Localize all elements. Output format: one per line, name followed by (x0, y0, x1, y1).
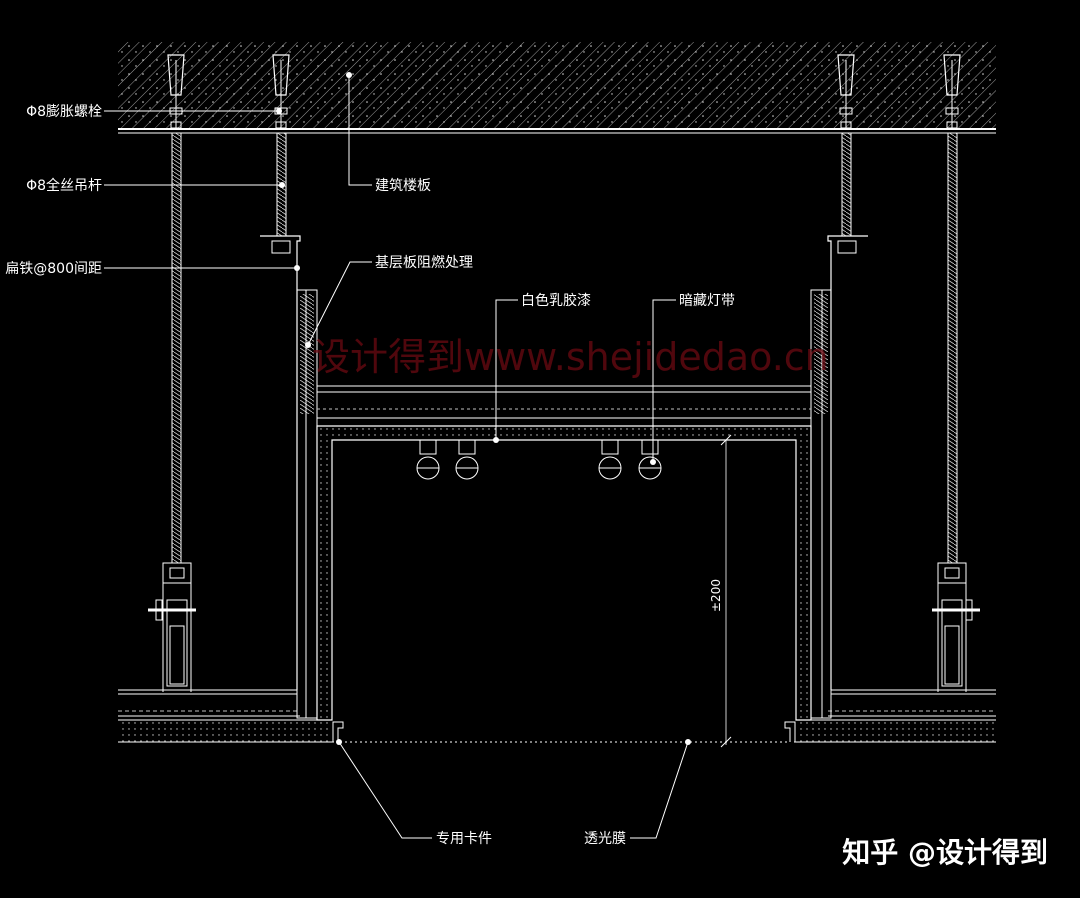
hanger-left (148, 562, 196, 692)
dimension-text: ±200 (709, 579, 723, 612)
expansion-bolt (943, 54, 961, 130)
expansion-bolt (837, 54, 855, 130)
light-fixture (598, 439, 622, 480)
zhihu-watermark: 知乎 @设计得到 (842, 836, 1048, 869)
light-box-lining (316, 425, 812, 721)
label-flat-iron: 扁铁@800间距 (5, 261, 102, 277)
light-fixture (455, 439, 479, 480)
expansion-bolt (272, 54, 290, 130)
label-threaded-rod: Φ8全丝吊杆 (26, 177, 102, 194)
top-board (316, 385, 812, 419)
label-white-latex-paint: 白色乳胶漆 (521, 292, 591, 309)
light-fixture (416, 439, 440, 480)
clips-and-film (332, 721, 796, 743)
site-watermark: 设计得到www.shejidedao.cn (312, 335, 829, 379)
hanger-right (932, 562, 980, 692)
label-hidden-light-strip: 暗藏灯带 (679, 293, 735, 309)
side-ceiling-boards (118, 689, 996, 743)
light-strips (416, 439, 662, 480)
label-base-board: 基层板阻燃处理 (375, 254, 473, 271)
base-board-walls (296, 289, 832, 719)
label-translucent-film: 透光膜 (584, 831, 626, 847)
expansion-bolts (167, 54, 961, 130)
label-expansion-bolt: Φ8膨胀螺栓 (26, 103, 102, 120)
dimension-height: ±200 (709, 434, 732, 748)
outer-hangers (148, 562, 980, 692)
expansion-bolt (167, 54, 185, 130)
building-slab (118, 42, 996, 134)
label-special-clip: 专用卡件 (436, 831, 492, 847)
leader-lines (104, 72, 691, 839)
label-building-slab: 建筑楼板 (375, 178, 431, 194)
light-fixture (638, 439, 662, 480)
